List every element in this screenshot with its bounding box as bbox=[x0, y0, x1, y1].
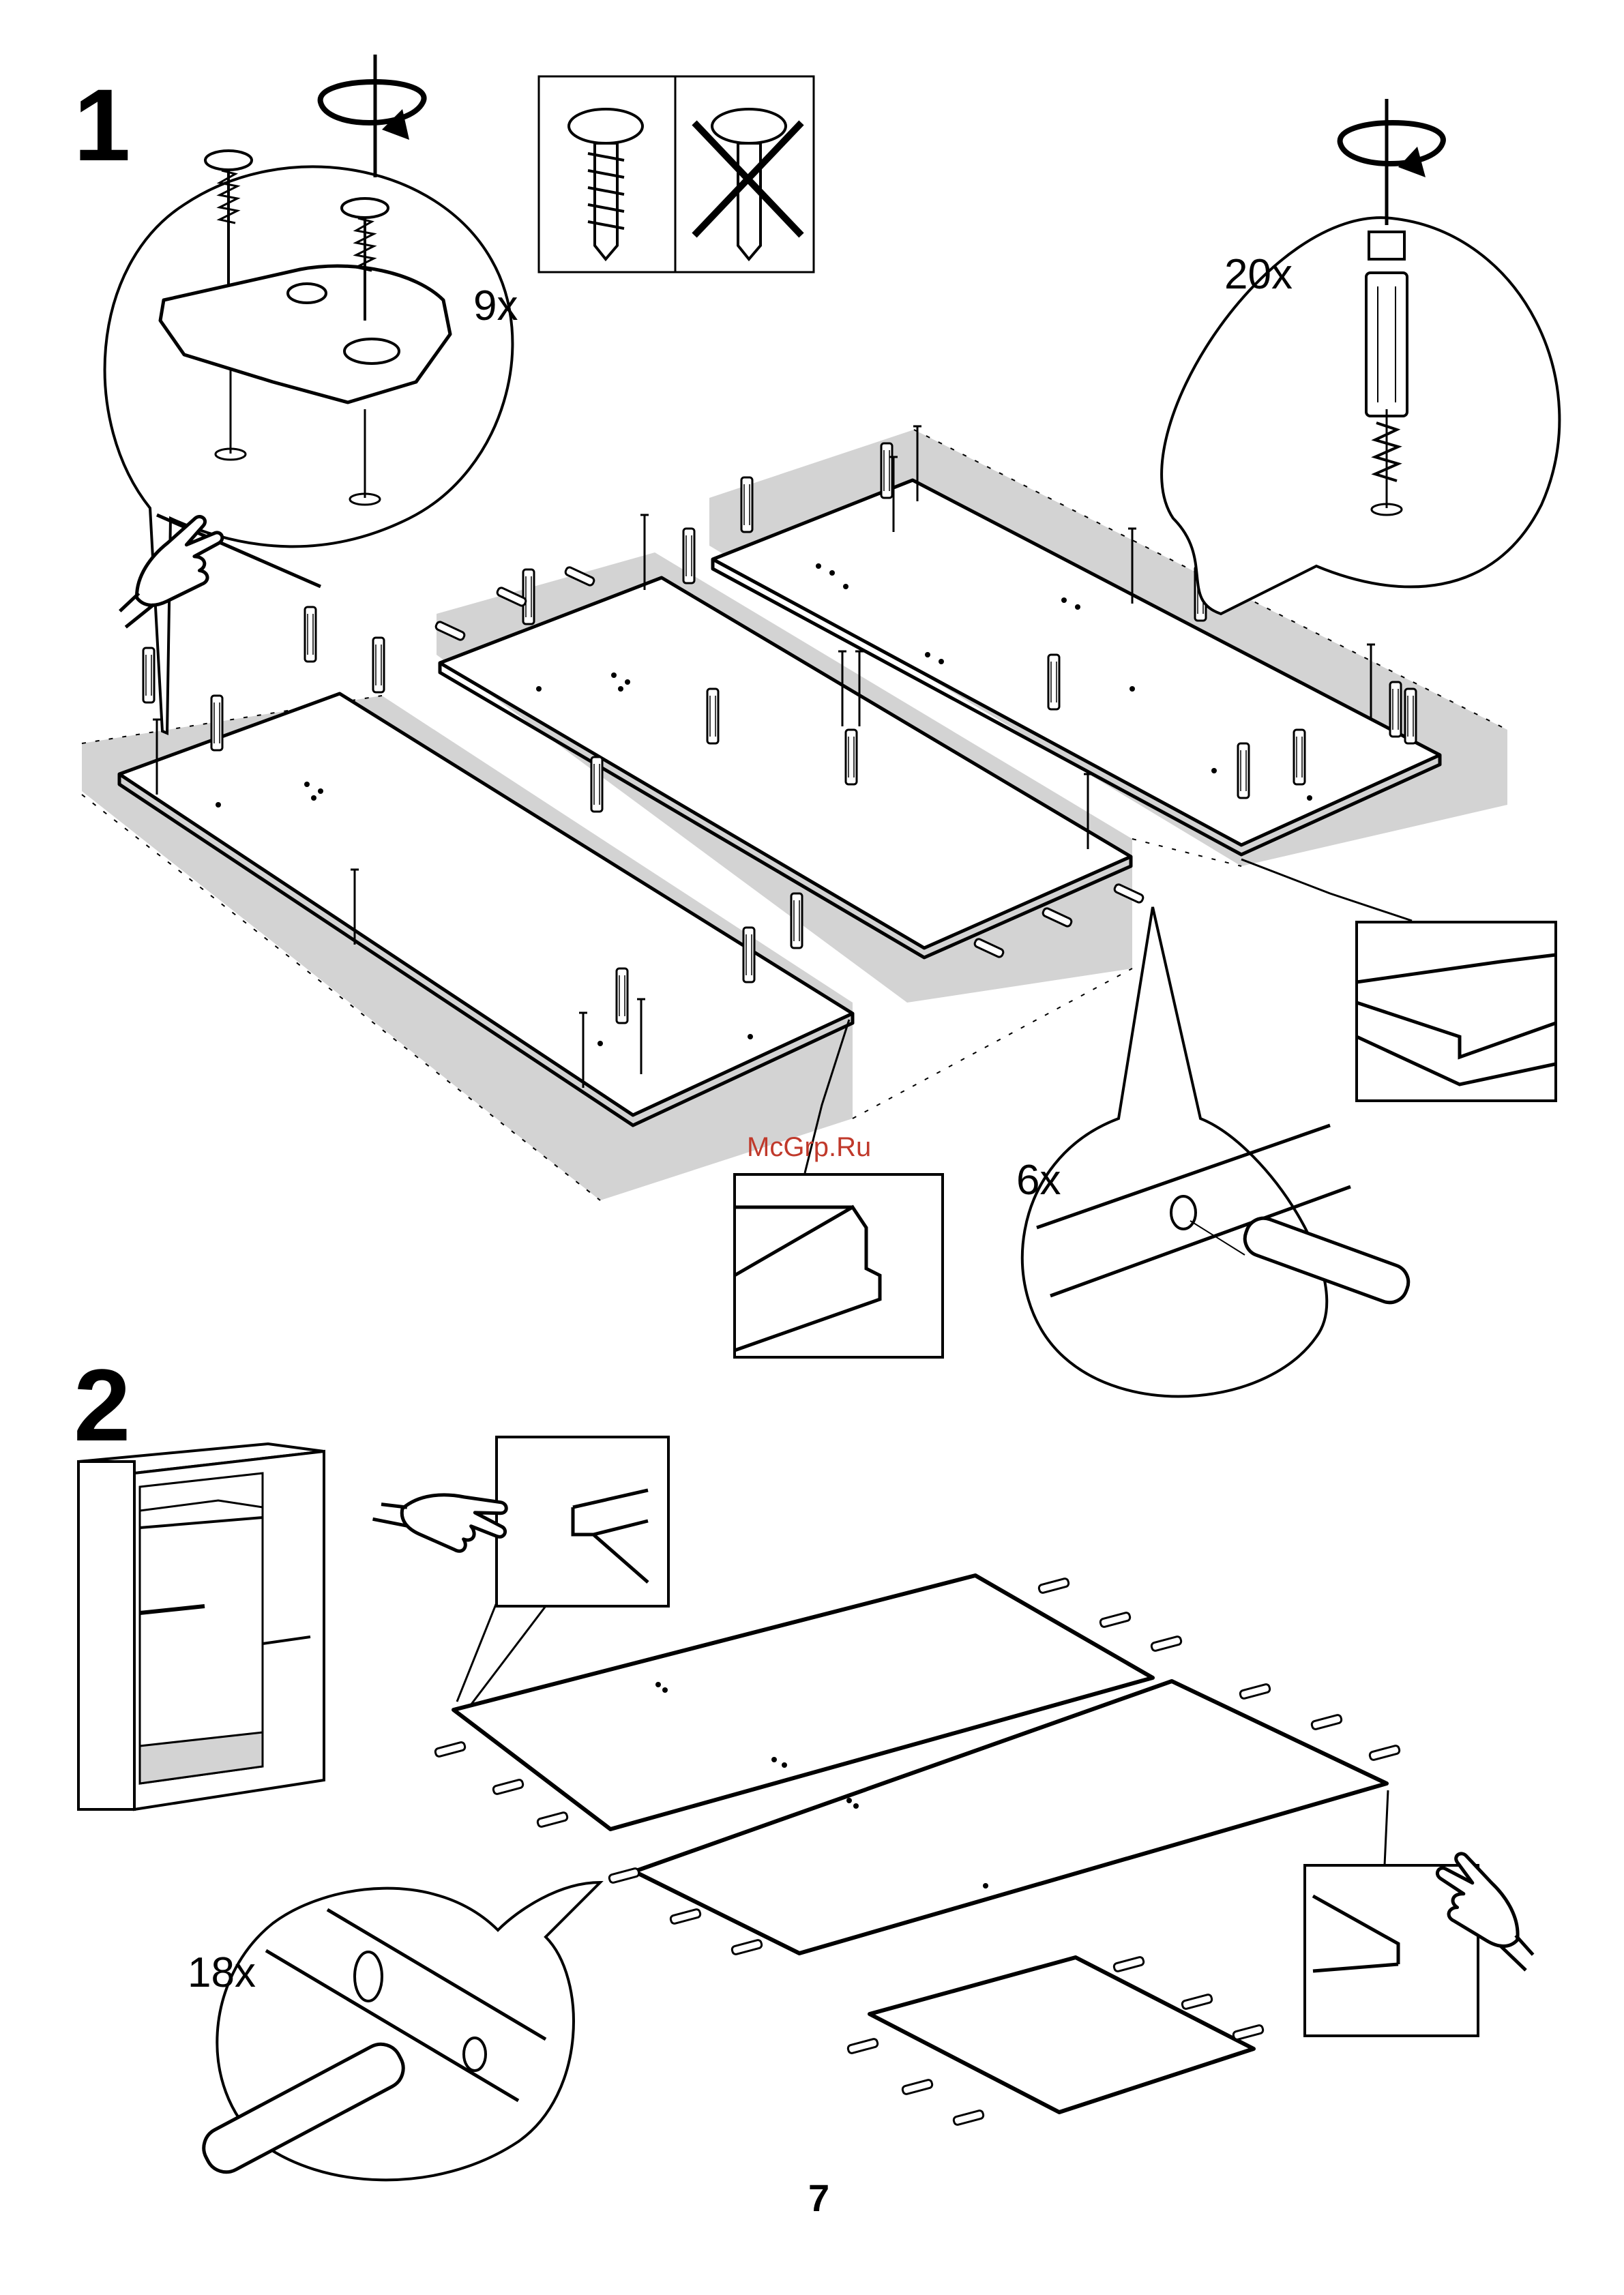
watermark: McGrp.Ru bbox=[747, 1134, 871, 1161]
wardrobe-preview bbox=[78, 1444, 324, 1809]
dowel-callout bbox=[1022, 907, 1327, 1396]
page-number: 7 bbox=[808, 2179, 829, 2217]
connector-quantity: 9x bbox=[473, 285, 518, 327]
dowel-quantity-step1: 6x bbox=[1016, 1159, 1061, 1202]
edge-detail-bottom bbox=[735, 1174, 943, 1357]
dowel-quantity-step2: 18x bbox=[188, 1952, 256, 1994]
edge-detail-step2-right bbox=[1305, 1865, 1478, 2036]
dowel-screw-callout bbox=[1162, 218, 1559, 614]
dowel-screw-quantity: 20x bbox=[1224, 254, 1293, 296]
step-2-number: 2 bbox=[74, 1354, 130, 1456]
step-1-number: 1 bbox=[74, 74, 130, 176]
